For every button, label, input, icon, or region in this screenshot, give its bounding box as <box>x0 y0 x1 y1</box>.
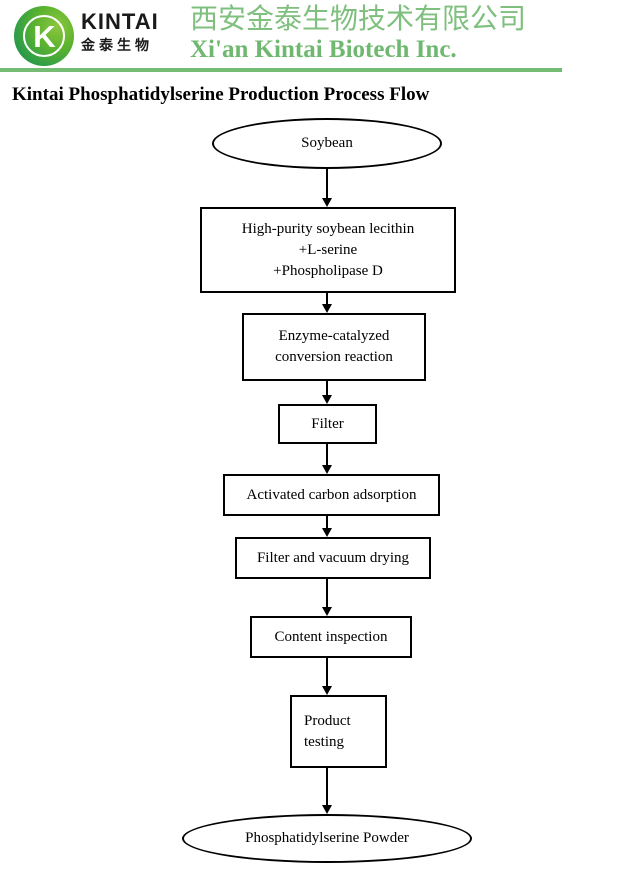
company-header: K KINTAI 金泰生物 西安金泰生物技术有限公司 Xi'an Kintai … <box>0 0 635 72</box>
logo-wordmark: KINTAI 金泰生物 <box>81 10 191 56</box>
flow-node-content-inspection: Content inspection <box>250 616 412 658</box>
company-name-chinese: 西安金泰生物技术有限公司 <box>190 2 527 35</box>
flow-node-filter-line-0: Filter <box>311 415 344 432</box>
flow-node-raw-materials-line-0: High-purity soybean lecithin <box>241 220 415 237</box>
flow-node-soybean: Soybean <box>212 118 442 169</box>
flow-node-carbon-adsorption-line-0: Activated carbon adsorption <box>246 486 417 503</box>
flow-node-enzyme-reaction: Enzyme-catalyzed conversion reaction <box>242 313 426 381</box>
flow-node-ps-powder-line-0: Phosphatidylserine Powder <box>245 830 409 846</box>
flow-node-soybean-line-0: Soybean <box>301 135 353 151</box>
flow-node-raw-materials-line-1: +L-serine <box>298 241 358 258</box>
flow-node-enzyme-reaction-line-1: conversion reaction <box>275 349 393 365</box>
flow-node-ps-powder: Phosphatidylserine Powder <box>182 814 472 863</box>
company-name-english: Xi'an Kintai Biotech Inc. <box>190 36 457 63</box>
page-title: Kintai Phosphatidylserine Production Pro… <box>12 84 430 105</box>
company-name-block: 西安金泰生物技术有限公司 Xi'an Kintai Biotech Inc. <box>190 2 526 65</box>
logo-ring-shape <box>23 15 65 57</box>
flow-node-product-testing: Product testing <box>290 695 387 768</box>
flow-node-content-inspection-line-0: Content inspection <box>274 628 388 645</box>
flow-node-filter: Filter <box>278 404 377 444</box>
flow-node-raw-materials: High-purity soybean lecithin +L-serine +… <box>200 207 456 293</box>
logo-wordmark-latin: KINTAI <box>81 9 159 34</box>
flow-node-enzyme-reaction-line-0: Enzyme-catalyzed <box>278 328 390 344</box>
flow-node-carbon-adsorption: Activated carbon adsorption <box>223 474 440 516</box>
flow-node-vacuum-drying-line-0: Filter and vacuum drying <box>256 549 410 566</box>
flow-node-vacuum-drying: Filter and vacuum drying <box>235 537 431 579</box>
logo-letter-k: K <box>33 18 56 54</box>
header-divider <box>0 68 562 72</box>
flow-node-product-testing-line-0: Product <box>304 712 351 729</box>
company-logo: K KINTAI 金泰生物 <box>8 4 188 66</box>
logo-wordmark-chinese: 金泰生物 <box>81 38 153 54</box>
kintai-logo-icon: K <box>14 6 74 66</box>
flow-node-raw-materials-line-2: +Phospholipase D <box>273 262 383 279</box>
flow-node-product-testing-line-1: testing <box>304 733 344 750</box>
